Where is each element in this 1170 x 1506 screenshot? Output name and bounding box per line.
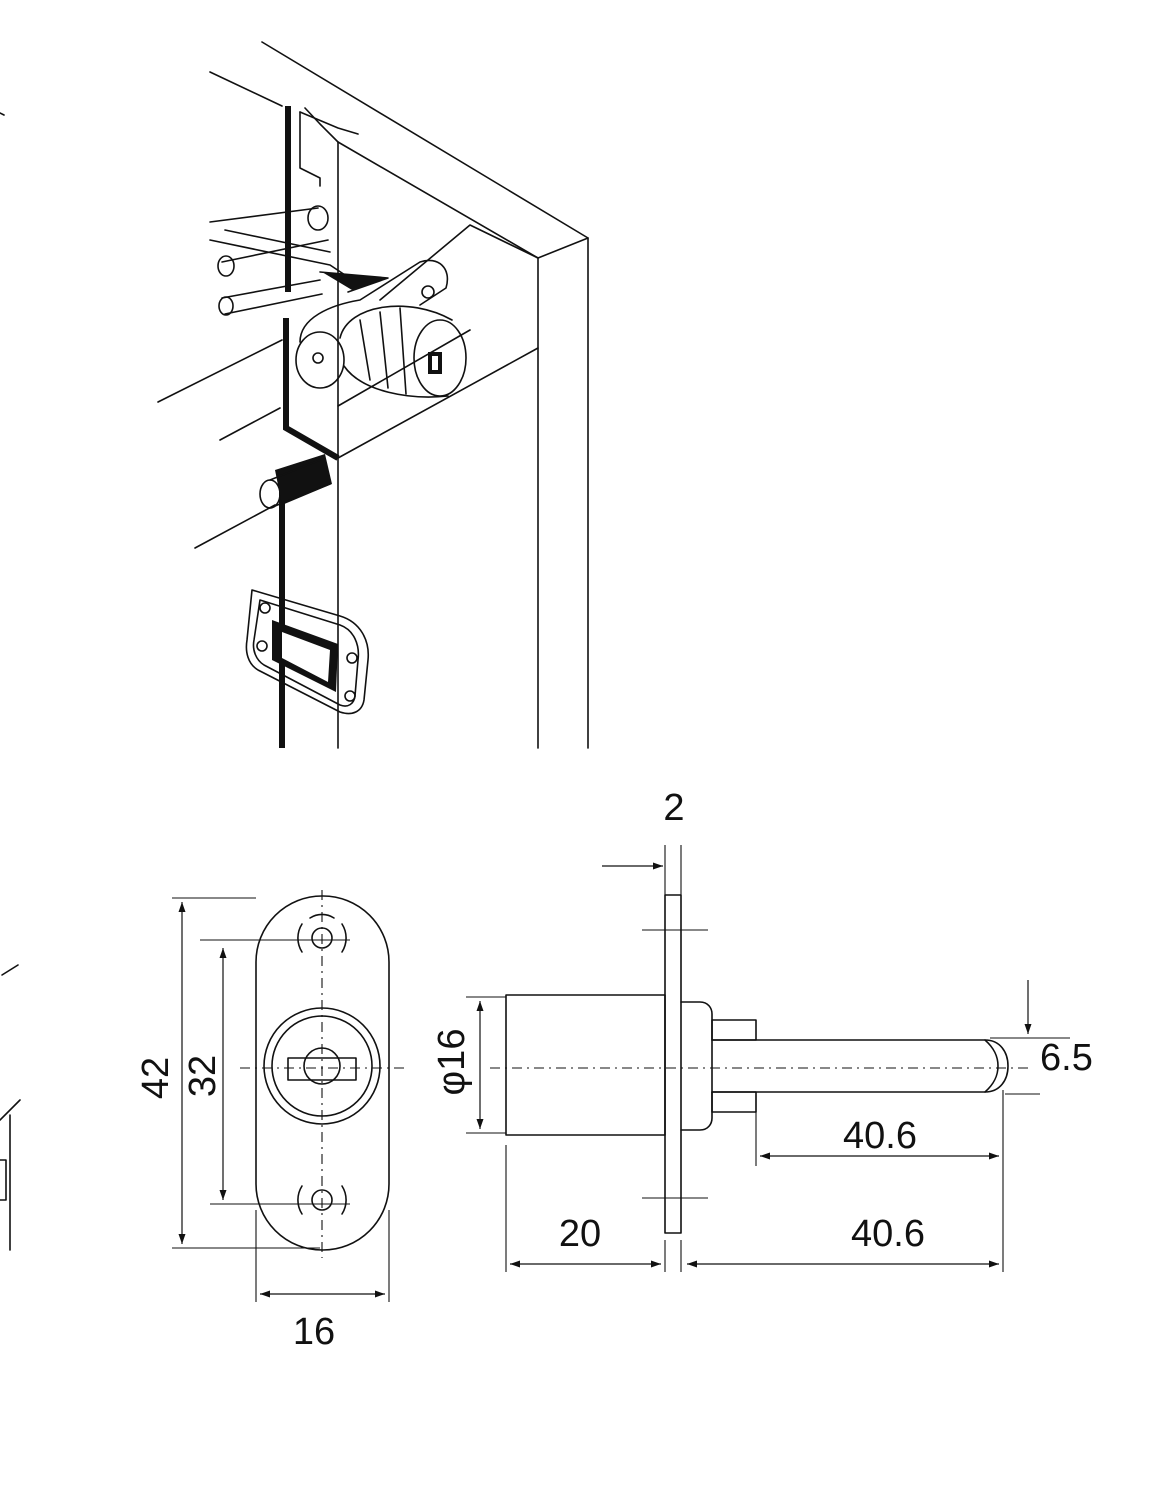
strike-plate xyxy=(245,589,369,715)
dim-label-40-6-bolt: 40.6 xyxy=(843,1115,917,1157)
left-edge-fragment xyxy=(0,112,21,1251)
cabinet-isometric-view xyxy=(157,41,589,749)
dim-label-20: 20 xyxy=(559,1213,601,1255)
front-view: 42 32 16 xyxy=(135,890,408,1353)
dim-label-40-6-rear: 40.6 xyxy=(851,1213,925,1255)
dim-label-32: 32 xyxy=(182,1055,224,1097)
door-edge xyxy=(279,106,340,748)
dim-label-2: 2 xyxy=(663,787,684,829)
strike-pin xyxy=(259,454,332,509)
lock-body-iso xyxy=(295,259,467,398)
dim-label-6-5: 6.5 xyxy=(1040,1037,1093,1079)
dim-label-16: 16 xyxy=(293,1311,335,1353)
side-view: 2 φ16 6.5 40.6 20 40.6 xyxy=(431,787,1093,1272)
dim-label-phi16: φ16 xyxy=(431,1029,473,1096)
dim-label-42: 42 xyxy=(135,1057,177,1099)
